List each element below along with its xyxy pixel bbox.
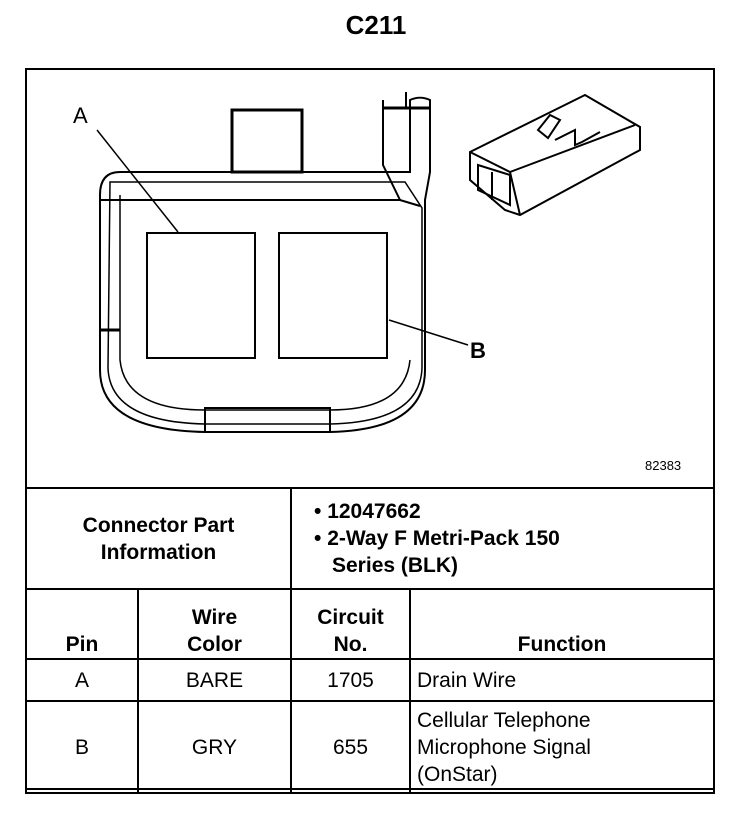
- header-pin: Pin: [25, 588, 139, 660]
- part-number: 12047662: [327, 498, 707, 525]
- pin-b-cavity: [278, 232, 388, 359]
- header-wire-color: Wire Color: [137, 588, 292, 660]
- connector-pinout-table: Connector Part Information 12047662 2-Wa…: [25, 487, 715, 794]
- connector-face-diagram: A B: [73, 92, 641, 433]
- function-cell: Drain Wire: [409, 658, 715, 702]
- table-row: B GRY 655 Cellular Telephone Microphone …: [25, 700, 715, 794]
- pin-cell: A: [25, 658, 139, 702]
- connector-info-label: Connector Part Information: [25, 487, 292, 590]
- table-row: A BARE 1705 Drain Wire: [25, 658, 715, 702]
- circuit-cell: 1705: [290, 658, 411, 702]
- callout-b-label: B: [470, 338, 486, 363]
- pin-cell: B: [25, 700, 139, 794]
- connector-description: 2-Way F Metri-Pack 150 Series (BLK): [327, 525, 592, 579]
- function-cell: Cellular Telephone Microphone Signal (On…: [409, 700, 715, 794]
- table-header-row: Pin Wire Color Circuit No. Function: [25, 588, 715, 660]
- header-circuit: Circuit No.: [290, 588, 411, 660]
- connector-title: C211: [345, 10, 407, 40]
- figure-id: 82383: [645, 458, 682, 473]
- callout-b-leader: [388, 319, 469, 346]
- circuit-cell: 655: [290, 700, 411, 794]
- connector-info-list: 12047662 2-Way F Metri-Pack 150 Series (…: [298, 498, 707, 579]
- connector-face-view: [96, 92, 469, 433]
- callout-a-leader: [96, 129, 179, 233]
- connector-info-row: Connector Part Information 12047662 2-Wa…: [25, 487, 715, 590]
- callout-a-label: A: [73, 103, 88, 128]
- wire-color-cell: BARE: [137, 658, 292, 702]
- connector-isometric-view: [469, 93, 641, 217]
- wire-color-cell: GRY: [137, 700, 292, 794]
- header-function: Function: [409, 588, 715, 660]
- pin-a-cavity: [146, 232, 256, 359]
